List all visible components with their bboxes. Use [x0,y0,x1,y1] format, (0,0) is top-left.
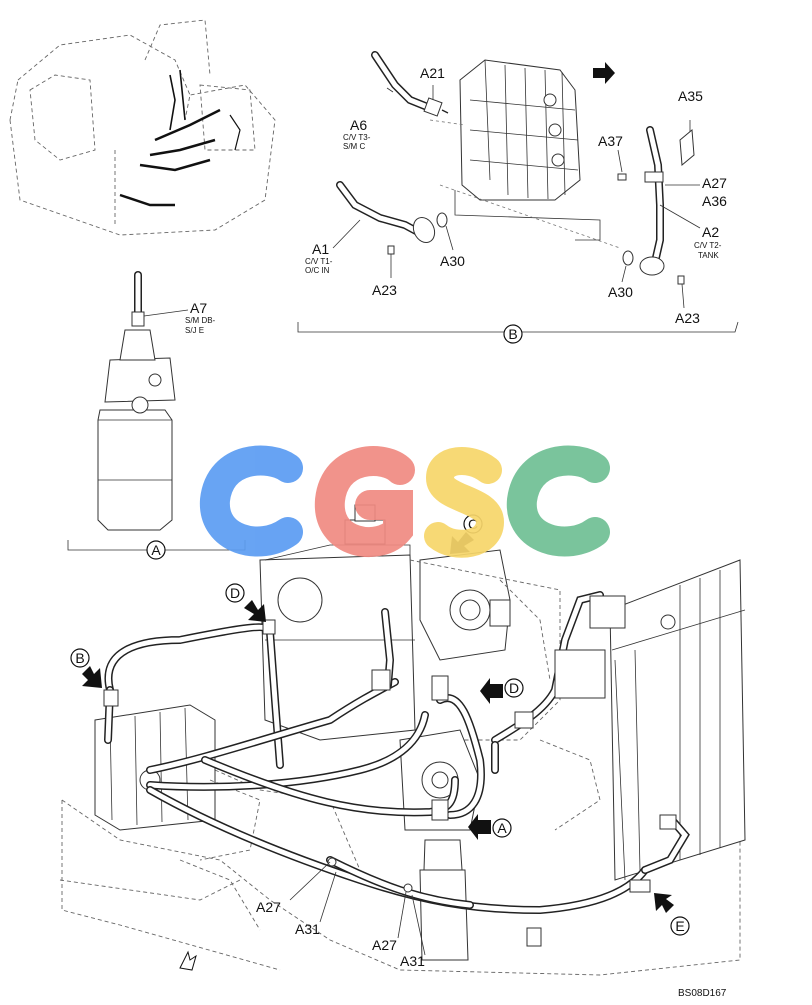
view-label-d-right: D [504,678,524,698]
watermark-letter-c2 [506,445,610,557]
view-label-b-main: B [70,648,90,668]
svg-text:C: C [468,516,478,532]
view-label-d-left: D [225,583,245,603]
svg-text:B: B [508,326,517,342]
callout-a21: A21 [420,65,445,81]
callout-a23-left: A23 [372,282,397,298]
callout-a7-sub2: S/J E [185,326,204,335]
svg-text:E: E [675,918,684,934]
callout-a27-low1: A27 [256,899,281,915]
callout-a2-sub1: C/V T2- [694,241,722,250]
callout-a31-low2: A31 [400,953,425,969]
main-machine-view [59,504,746,976]
arrow-icon [654,893,674,913]
callout-a23-right: A23 [675,310,700,326]
view-label-a-main: A [492,818,512,838]
view-b-control-valve [297,51,739,333]
callout-a1-sub2: O/C IN [305,266,330,275]
svg-text:D: D [509,680,519,696]
arrow-icon [82,666,102,688]
view-label-a-bottom: A [146,540,166,560]
callout-a30-right: A30 [608,284,633,300]
arrow-icon [244,600,266,622]
callout-a35: A35 [678,88,703,104]
callout-a2: A2 [702,224,719,240]
callout-a7: A7 [190,300,207,316]
svg-text:A: A [497,820,507,836]
svg-text:A: A [151,542,161,558]
callout-a30-left: A30 [440,253,465,269]
watermark-letter-g [314,446,415,557]
callout-a2-sub2: TANK [698,251,719,260]
callout-a31-low1: A31 [295,921,320,937]
callout-a37: A37 [598,133,623,149]
callout-a6-sub2: S/M C [343,142,365,151]
view-label-e: E [670,916,690,936]
svg-text:B: B [75,650,84,666]
arrow-icon [480,678,503,704]
view-label-b-bottom: B [503,324,523,344]
callout-a36: A36 [702,193,727,209]
watermark-letter-c1 [199,445,303,557]
callout-a1-sub1: C/V T1- [305,257,333,266]
callout-a1: A1 [312,241,329,257]
callout-a7-sub1: S/M DB- [185,316,216,325]
callout-a27-low2: A27 [372,937,397,953]
arrow-icon [179,950,197,971]
arrow-icon [468,814,491,840]
watermark-letter-s [424,447,505,558]
callout-a6-sub1: C/V T3- [343,133,371,142]
svg-text:D: D [230,585,240,601]
callout-a27-top: A27 [702,175,727,191]
view-a-swivel-joint [67,271,246,551]
callout-a6: A6 [350,117,367,133]
arrow-icon [593,62,615,84]
watermark-logo [199,445,610,558]
drawing-code: BS08D167 [678,988,727,999]
excavator-overview [9,19,276,236]
